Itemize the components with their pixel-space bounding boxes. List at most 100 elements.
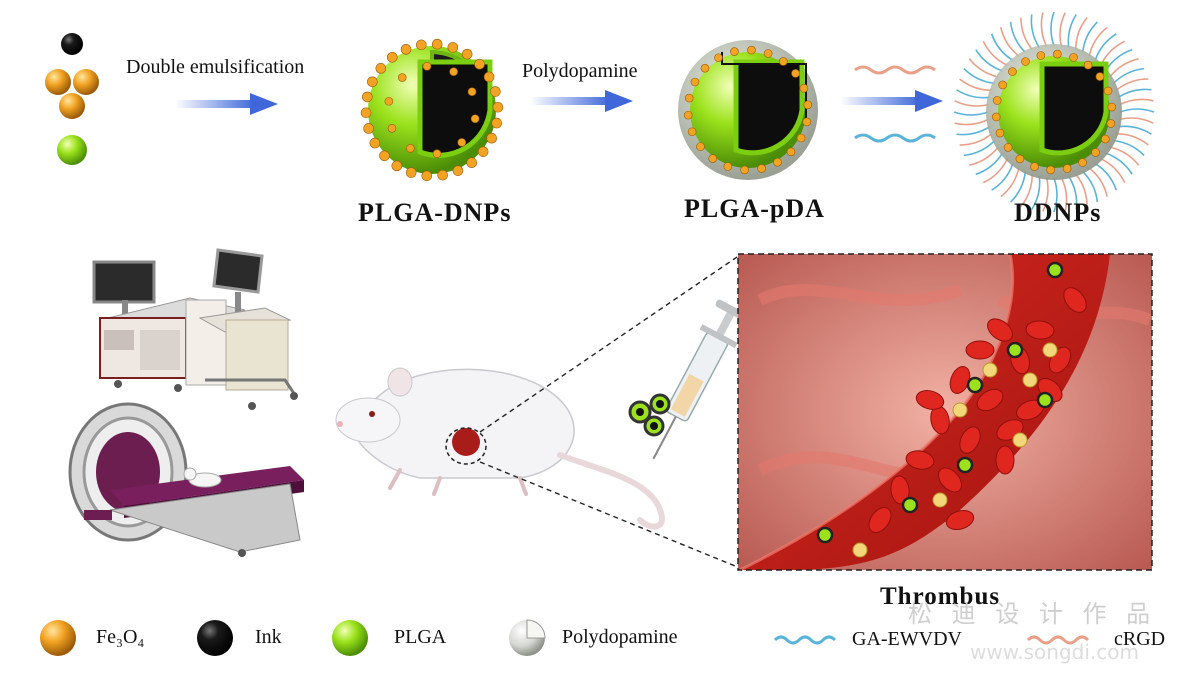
plga-dnps-label: PLGA-DNPs [358, 198, 512, 227]
ddnp-nanoparticle [816, 526, 834, 544]
crgd-strand [1109, 146, 1140, 166]
fe3o4-sphere [45, 69, 71, 95]
red-blood-cell [868, 506, 892, 534]
fe3o4-dot [684, 93, 694, 103]
fe3o4-dot [708, 154, 718, 163]
red-blood-cell [959, 426, 981, 454]
ligand-corona [953, 11, 1155, 213]
ink-sphere [61, 33, 83, 55]
fe3o4-dot [490, 86, 501, 97]
fe3o4-dot [452, 165, 464, 176]
crgd-strand [982, 40, 1008, 67]
ga-ewvdv-strand [963, 140, 996, 157]
ddnps-label: DDNPs [1014, 198, 1102, 227]
ddnp-nanoparticle [966, 376, 984, 394]
fe3o4-dot [406, 144, 415, 153]
fe3o4-dot [486, 132, 497, 144]
crgd-strand [1000, 27, 1020, 57]
fe3o4-dot [700, 63, 710, 73]
fe3o4-dot [802, 117, 812, 127]
fe3o4-dot [723, 162, 733, 171]
crgd-strand [982, 158, 1009, 184]
platelet [1012, 432, 1028, 448]
crgd-strand [1075, 173, 1088, 207]
fe3o4-dot [995, 128, 1005, 138]
arrow-2 [530, 90, 633, 112]
crgd-strand [1020, 17, 1033, 51]
crgd-strand [1088, 26, 1108, 57]
crgd-strand [959, 78, 992, 92]
fe3o4-dot [696, 142, 705, 151]
fe3o4-dot [778, 57, 788, 66]
fe3o4-dot [1103, 86, 1113, 96]
thrombus-vessel-panel [737, 253, 1153, 572]
fe3o4-dot [740, 165, 749, 175]
fe3o4-dot [467, 87, 477, 97]
fe3o4-dot [447, 42, 459, 53]
ga-ewvdv-strand [1030, 14, 1040, 49]
fe3o4-dot [799, 83, 809, 93]
platelet [1042, 342, 1058, 358]
fe3o4-dot [1091, 148, 1100, 157]
crgd-strand [1074, 17, 1088, 50]
fe3o4-dot [1095, 72, 1105, 81]
fe3o4-dot [363, 123, 374, 134]
ddnp-nanoparticle [901, 496, 919, 514]
fe3o4-dot [690, 77, 700, 87]
red-blood-cell [937, 467, 963, 493]
ga-ewvdv-strand [991, 163, 1014, 191]
fe3o4-dot [1015, 154, 1025, 164]
ga-ewvdv-strand [1117, 88, 1152, 98]
fe3o4-dot [470, 114, 480, 124]
crgd-strand [1088, 167, 1108, 197]
ga-ewvdv-strand [975, 49, 1003, 72]
red-blood-cell [995, 445, 1015, 475]
crgd-strand [969, 146, 999, 166]
ga-ewvdv-strand [854, 133, 936, 143]
step-polydopamine-label: Polydopamine [522, 60, 638, 82]
fe3o4-dot [763, 49, 773, 58]
fe3o4-dot [687, 127, 697, 137]
ga-ewvdv-strand [956, 89, 990, 99]
legend-ink-icon [197, 620, 233, 656]
fe3o4-dot [1107, 102, 1117, 112]
platelet [1022, 372, 1038, 388]
fe3o4-dot [422, 61, 432, 71]
crgd-strand [854, 65, 936, 75]
fe3o4-surface-dots [991, 49, 1117, 175]
ga-ewvdv-strand [956, 126, 991, 136]
fe3o4-dot [1069, 53, 1078, 62]
fe3o4-dot [1100, 134, 1110, 144]
legend-ga-ewvdv-icon [773, 635, 837, 645]
fe3o4-dot [791, 69, 800, 78]
syringe-illustration [652, 299, 749, 460]
ddnp-nanoparticle [1036, 391, 1054, 409]
legend-plga-label: PLGA [394, 626, 447, 648]
fe3o4-dot [730, 47, 739, 56]
legend-polydopamine-label: Polydopamine [562, 626, 678, 648]
fe3o4-sphere [59, 93, 85, 119]
platelet [932, 492, 948, 508]
crgd-strand [1116, 132, 1149, 146]
watermark-cn: 松 迪 设 计 作 品 [908, 600, 1157, 628]
fe3o4-dot [405, 167, 417, 178]
platelet [852, 542, 868, 558]
platelet [982, 362, 998, 378]
fe3o4-sphere [73, 69, 99, 95]
ga-ewvdv-strand [963, 68, 995, 85]
crgd-strand [968, 58, 999, 78]
platelet [952, 402, 968, 418]
red-blood-cell [905, 450, 935, 470]
fe3o4-dot [386, 51, 398, 63]
legend-polydopamine-icon [509, 619, 546, 656]
ddnp-nanoparticle [1006, 341, 1024, 359]
step-double-emulsification-label: Double emulsification [126, 56, 305, 78]
ga-ewvdv-strand [1112, 67, 1145, 84]
fe3o4-dot [803, 100, 813, 110]
mouse-illustration [335, 367, 665, 530]
ga-ewvdv-strand [1082, 170, 1099, 203]
ga-ewvdv-strand [1050, 11, 1055, 47]
ddnp-nanoparticle [956, 456, 974, 474]
ga-ewvdv-strand [1081, 21, 1098, 53]
